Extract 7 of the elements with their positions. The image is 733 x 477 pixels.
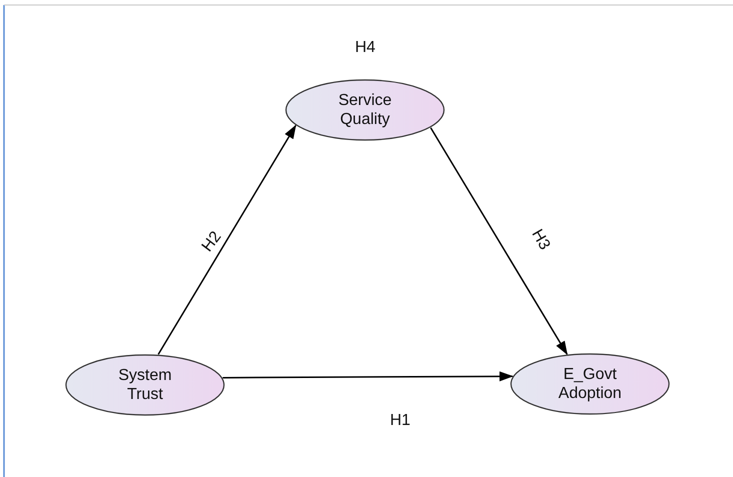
arrow bbox=[158, 124, 296, 355]
node-label: E_Govt Adoption bbox=[557, 365, 623, 403]
arrow bbox=[222, 371, 514, 382]
node-label: System Trust bbox=[117, 366, 173, 404]
hypothesis-label: H4 bbox=[355, 39, 376, 57]
node-label: Service Quality bbox=[337, 91, 393, 129]
arrow bbox=[430, 127, 568, 356]
